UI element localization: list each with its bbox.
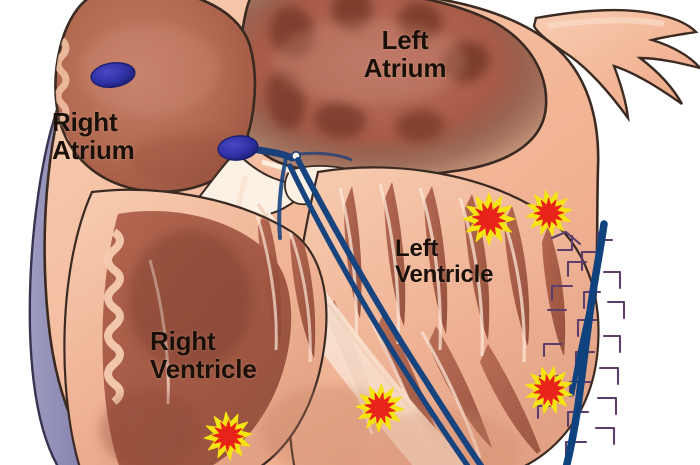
conduction-pathway	[90, 62, 485, 465]
burst-inner-star	[533, 374, 565, 406]
pulmonary-veins	[532, 8, 700, 123]
sa-node	[90, 62, 136, 88]
burst-inner-star	[212, 420, 244, 452]
right-ventricle-trabeculae	[100, 210, 316, 465]
burst-lv-upper-right	[525, 189, 573, 237]
burst-lv-lower-right	[525, 366, 573, 414]
right-ventricle-chamber	[63, 188, 328, 465]
burst-apex-mid	[355, 383, 405, 433]
av-node	[217, 135, 259, 161]
burst-rv-lower-left	[203, 411, 253, 461]
left-atrium-chamber	[236, 0, 548, 178]
burst-inner-star	[472, 202, 506, 236]
burst-lv-upper-left	[462, 192, 516, 246]
burst-inner-star	[533, 197, 565, 229]
burst-marker-layer	[203, 189, 573, 461]
purkinje-fiber-network	[536, 220, 626, 465]
burst-inner-star	[364, 392, 396, 424]
